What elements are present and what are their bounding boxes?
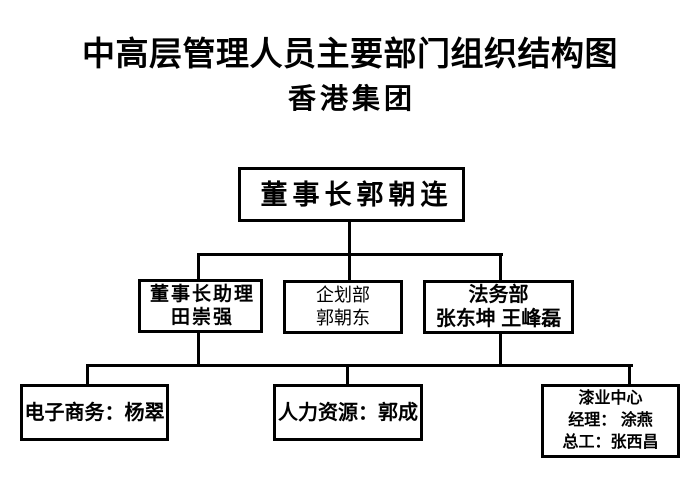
node-planning-dept-person: 郭朝东 (316, 308, 370, 328)
connector-chairman-down (348, 220, 351, 256)
connector-drop-legal (499, 253, 502, 282)
node-paint-center: 漆业中心 经理： 涂燕 总工：张西昌 (541, 384, 680, 458)
node-planning-dept: 企划部 郭朝东 (283, 280, 403, 334)
node-planning-dept-title: 企划部 (316, 285, 370, 305)
connector-drop-planning (348, 253, 351, 283)
connector-drop-hr (346, 364, 349, 387)
node-legal-dept-persons: 张东坤 王峰磊 (435, 308, 562, 330)
connector-drop-assistant (197, 253, 200, 281)
node-ecommerce-label: 电子商务：杨翠 (24, 401, 165, 424)
node-paint-center-manager: 经理： 涂燕 (568, 412, 653, 429)
chart-title-block: 中高层管理人员主要部门组织结构图 香港集团 (0, 37, 700, 115)
node-legal-dept-title: 法务部 (468, 284, 529, 306)
node-chairman: 董事长郭朝连 (238, 167, 465, 222)
node-chairman-assistant: 董事长助理 田崇强 (138, 279, 263, 333)
node-paint-center-chief-engineer: 总工：张西昌 (562, 434, 659, 451)
node-legal-dept: 法务部 张东坤 王峰磊 (423, 280, 574, 334)
node-ecommerce: 电子商务：杨翠 (20, 384, 169, 441)
chart-subtitle: 香港集团 (287, 83, 416, 114)
connector-drop-ecommerce (86, 364, 89, 387)
node-hr: 人力资源：郭成 (273, 384, 423, 441)
node-hr-label: 人力资源：郭成 (278, 401, 418, 424)
connector-legal-down (499, 332, 502, 366)
connector-drop-paint-center (628, 364, 631, 387)
node-paint-center-title: 漆业中心 (578, 390, 643, 407)
node-chairman-label: 董事长郭朝连 (260, 179, 453, 210)
node-chairman-assistant-title: 董事长助理 (149, 284, 255, 305)
connector-level3-bus (86, 364, 633, 367)
chart-title: 中高层管理人员主要部门组织结构图 (82, 35, 618, 72)
node-chairman-assistant-person: 田崇强 (170, 307, 234, 328)
connector-assistant-down (197, 331, 200, 366)
